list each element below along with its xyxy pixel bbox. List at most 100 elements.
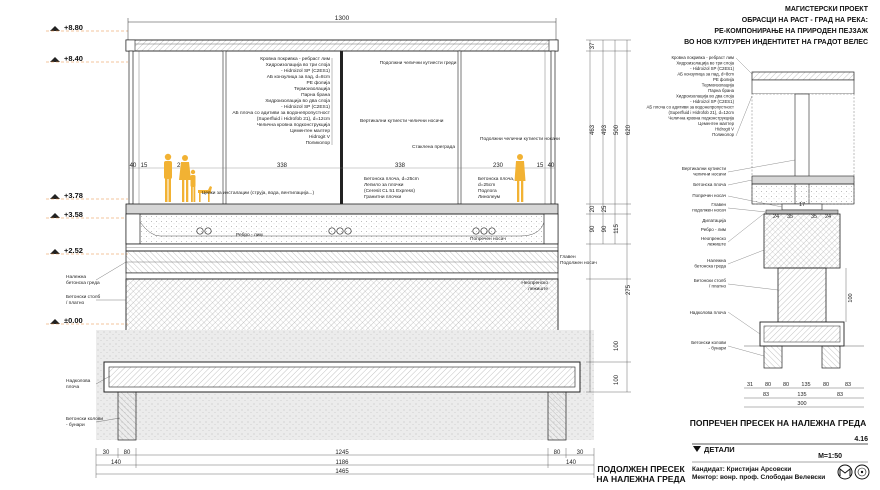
note-line: Поликолор (306, 140, 331, 146)
note-line: Цементен малтер (698, 121, 734, 126)
roof-layer-notes: Кровна покривка - ребраст лим Хидроизола… (232, 56, 333, 146)
cross-label: лежиште (707, 242, 726, 247)
label-vertical-posts: Вертикални кутиести челични носачи (360, 118, 444, 124)
dimension-text: 31 (747, 382, 753, 388)
cross-label: Бетонски колови (691, 340, 726, 345)
dimension-text: 90 (590, 225, 596, 232)
candidate-line: Кандидат: Кристијан Арсовски (692, 466, 792, 473)
person-icon (179, 155, 191, 202)
label-pile-cap: плоча (66, 385, 80, 390)
dimension-text: 493 (602, 124, 608, 135)
cross-label: - бунари (709, 346, 727, 351)
sheet-number: 4.16 (854, 436, 868, 443)
label-main-beam: Подолжен носач (560, 260, 597, 266)
cross-section-title: ПОПРЕЧЕН ПРЕСЕК НА НАЛЕЖНА ГРЕДА (689, 418, 867, 428)
cross-label: Неопренско (701, 236, 726, 241)
floor-slab (125, 203, 559, 245)
dimension-text: 17 (799, 202, 805, 208)
label-piles: - бунари (66, 422, 85, 428)
level-label: ±0.00 (64, 316, 83, 325)
dimension-text: 80 (765, 382, 771, 388)
triangle-icon (693, 446, 701, 452)
label-bearing-beam: бетонска греда (66, 280, 100, 286)
slab-right-note: Бетонска плоча, (478, 176, 514, 182)
scale-label: M=1:50 (818, 453, 842, 460)
dimension-text: 15 (537, 163, 544, 169)
cross-label: Дилатација (702, 218, 726, 223)
dimension-text: 1245 (335, 450, 349, 456)
label-glass-partition: Стаклена преграда (412, 144, 455, 150)
right-dimension-labels: 37 463 493 500 620 20 25 90 90 115 275 1… (590, 42, 632, 385)
note-line: Хидроизолација во три слоја (676, 61, 734, 66)
dimension-text: 140 (566, 460, 577, 466)
level-markers: +8.80 +8.40 +3.78 +3.58 +2.52 ±0.00 (46, 23, 128, 325)
note-line: Hidrogit V (309, 134, 331, 140)
dimension-text: 135 (801, 382, 810, 388)
level-label: +8.40 (64, 54, 83, 63)
details-label: ДЕТАЛИ (704, 445, 735, 454)
dimension-text: 35 (811, 214, 817, 220)
dimension-text: 300 (797, 401, 806, 407)
cross-label: Главен (711, 202, 726, 207)
note-line: Кровна покривка - ребраст лим (260, 56, 330, 62)
cross-label: Ребро - лим (701, 227, 726, 232)
dimension-text: 463 (590, 124, 596, 135)
level-label: +3.78 (64, 191, 83, 200)
slab-note: (Ceresit CL 51 Express) (364, 188, 415, 194)
dimension-text: 83 (845, 382, 851, 388)
header-line: МАГИСТЕРСКИ ПРОЕКТ (785, 6, 868, 13)
dimension-text: 275 (626, 284, 632, 295)
bearing-beam (125, 250, 559, 280)
level-marker: +8.40 (46, 54, 128, 63)
person-icon (514, 154, 526, 202)
dimension-text: 100 (848, 293, 854, 302)
dimension-text: 24 (825, 214, 831, 220)
dimension-text: 25 (602, 205, 608, 212)
scale-figures (164, 153, 526, 202)
note-line: (Superfluid i Hidrofob 21), d=12cm (668, 110, 734, 115)
note-line: АБ плоча со адитиви за водонепропустност (232, 110, 330, 116)
dimension-text: 30 (103, 450, 110, 456)
dimension-text: 338 (277, 163, 288, 169)
person-icon (164, 153, 172, 202)
note-line: - Hidroizol SP (C2ES1) (690, 99, 734, 104)
label-rib-sheet: Ребро - лим (236, 232, 263, 238)
note-line: - Hidroizol SP (C2ES1) (690, 66, 734, 71)
note-line: Хидроизолација во два слоја (265, 98, 330, 104)
roof-slab (125, 39, 559, 52)
pipe-icons (196, 227, 496, 235)
label-side-beams: Подолжни челични кутиести носачи (480, 136, 560, 142)
label-pipes: Цевки за инсталации (струја, вода, венти… (202, 190, 315, 196)
label-piles: Бетонски колови (66, 416, 103, 422)
note-line: АБ плоча со адитиви за водонепропустност (647, 105, 735, 110)
piles (117, 391, 567, 441)
dimension-text: 140 (111, 460, 122, 466)
cross-label: Бетонска плоча (693, 182, 726, 187)
note-line: АБ конзулица за пад, d=8cm (267, 74, 330, 80)
slab-right-note: d=25cm (478, 182, 495, 188)
credits: Кандидат: Кристијан Арсовски Ментор: вон… (692, 466, 825, 482)
label-neoprene: лежиште (528, 287, 548, 292)
dimension-text: 80 (783, 382, 789, 388)
cross-label: челични носачи (693, 172, 726, 177)
dimension-text: 24 (773, 214, 779, 220)
note-line: Челична кровна подконструкција (257, 122, 331, 128)
level-label: +2.52 (64, 246, 83, 255)
label-bearing-beam: Належна (66, 274, 86, 280)
dimension-text: 1465 (335, 469, 349, 475)
note-line: PE фолија (713, 77, 735, 82)
header-line: РЕ-КОМПОНИРАЊЕ НА ПРИРОДЕН ПЕЈЗАЖ (714, 28, 868, 35)
label-roof-beams: Подолжни челични кутиести греди (380, 60, 457, 66)
dimension-text: 338 (395, 163, 406, 169)
dimension-text: 230 (493, 163, 504, 169)
long-section-title: ПОДОЛЖЕН ПРЕСЕК НА НАЛЕЖНА ГРЕДА (596, 464, 686, 484)
mentor-line: Ментор: вонр. проф. Слободан Велевски (692, 474, 826, 481)
label-main-beam: Главен (560, 254, 576, 260)
main-beam (125, 243, 559, 252)
slab-note: Лепило за плочки (364, 182, 404, 188)
dimension-text: 100 (614, 374, 620, 385)
project-header: МАГИСТЕРСКИ ПРОЕКТ ОБРАСЦИ НА РАСТ - ГРА… (684, 4, 868, 48)
dimension-text: 30 (577, 450, 584, 456)
top-dimension: 1300 (127, 15, 557, 40)
